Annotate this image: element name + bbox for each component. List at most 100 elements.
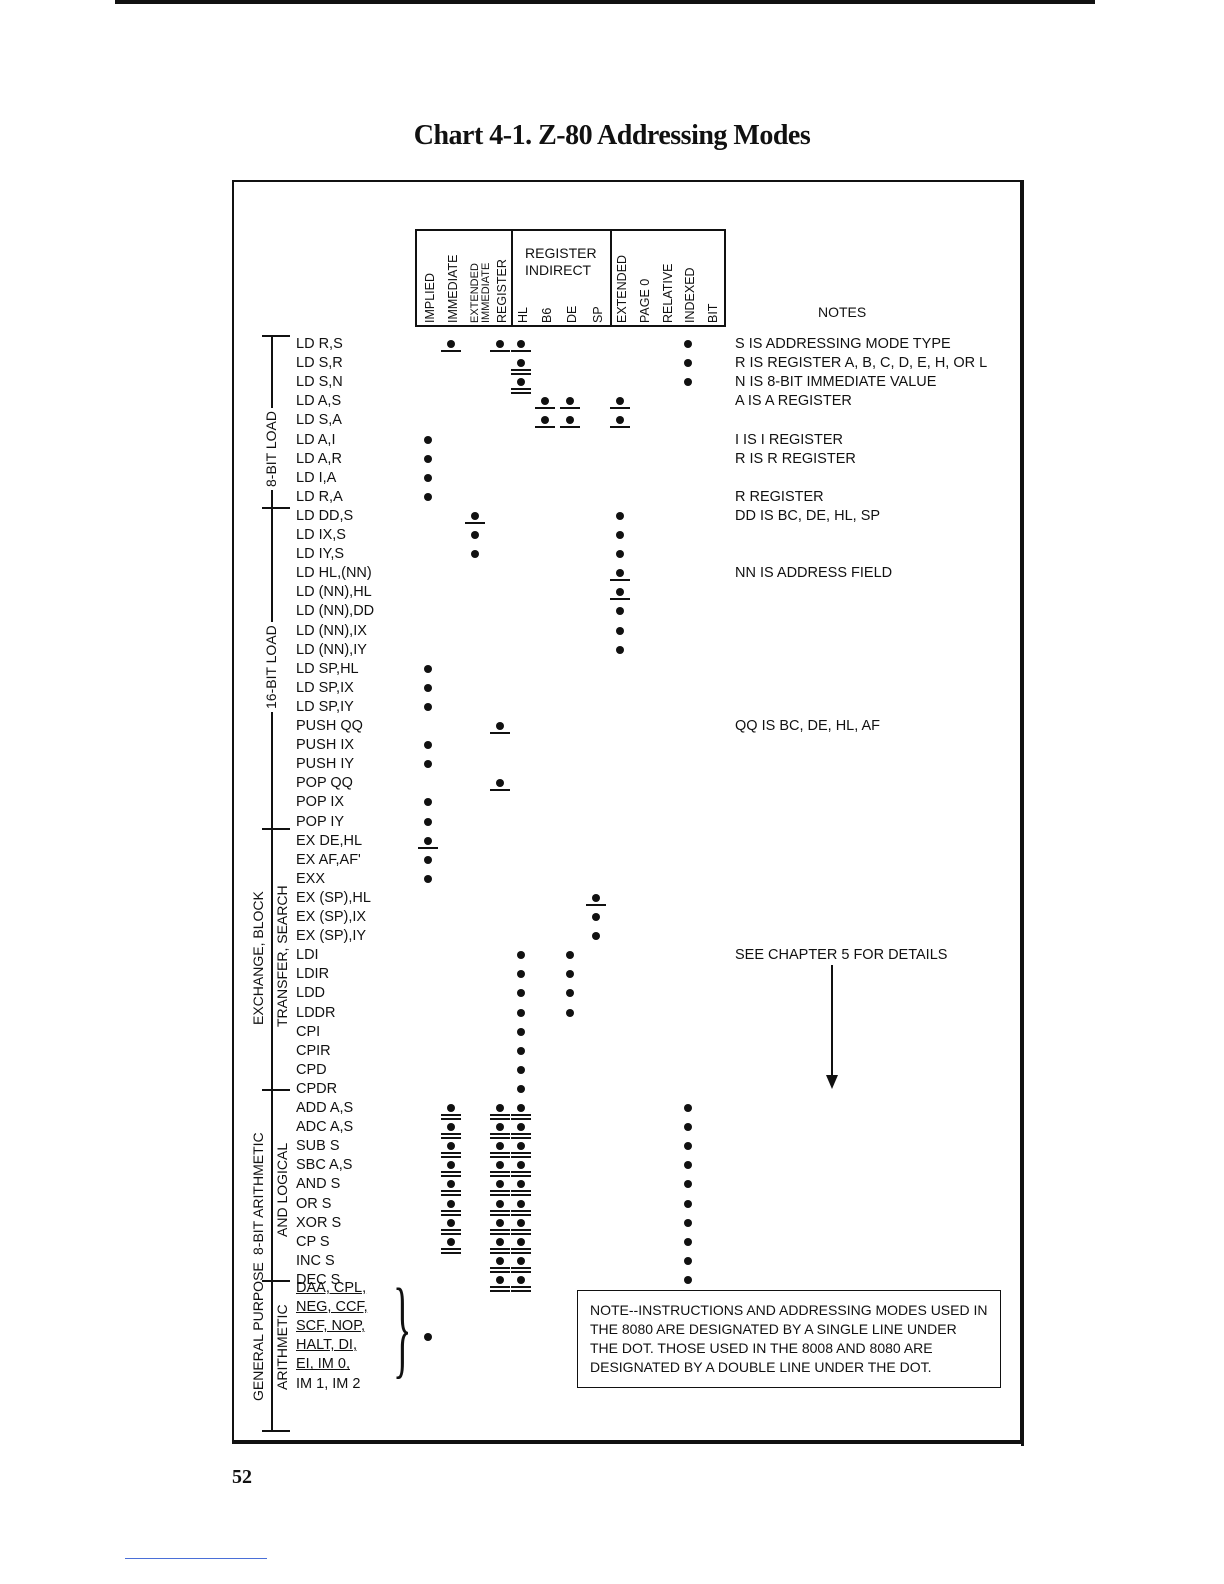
single-underline bbox=[465, 521, 485, 524]
mode-dot bbox=[517, 359, 525, 368]
single-underline bbox=[490, 1171, 510, 1174]
double-underline bbox=[511, 1118, 531, 1120]
mode-dot bbox=[684, 1123, 692, 1132]
mode-dot bbox=[517, 1142, 525, 1151]
mode-dot bbox=[496, 779, 504, 788]
footnote-box: NOTE--INSTRUCTIONS AND ADDRESSING MODES … bbox=[577, 1290, 1001, 1388]
single-underline bbox=[511, 1171, 531, 1174]
instruction-row: LD SP,HL bbox=[296, 660, 359, 677]
group-divider bbox=[262, 828, 290, 830]
mode-dot bbox=[684, 1237, 692, 1246]
instruction-row: SUB S bbox=[296, 1138, 340, 1155]
mode-dot bbox=[517, 1008, 525, 1017]
instruction-row: LD A,R bbox=[296, 450, 342, 467]
column-group-separator bbox=[610, 231, 612, 327]
details-arrow-head bbox=[826, 1075, 838, 1089]
single-underline bbox=[511, 1114, 531, 1116]
row-note: DD IS BC, DE, HL, SP bbox=[735, 507, 881, 524]
group-label: 8-BIT ARITHMETIC bbox=[250, 1132, 266, 1255]
mode-dot bbox=[447, 1142, 455, 1151]
single-underline bbox=[490, 732, 510, 734]
row-note: A IS A REGISTER bbox=[735, 393, 852, 410]
instruction-row: CPI bbox=[296, 1023, 321, 1040]
mode-dot bbox=[424, 817, 432, 826]
double-underline bbox=[511, 1137, 531, 1140]
double-underline bbox=[511, 1213, 531, 1216]
column-header: IMMEDIATE bbox=[446, 254, 460, 323]
mode-dot bbox=[517, 1237, 525, 1246]
double-underline bbox=[441, 1118, 461, 1120]
mode-dot bbox=[517, 1180, 525, 1189]
double-underline bbox=[511, 1194, 531, 1197]
mode-dot bbox=[496, 1199, 504, 1208]
mode-dot bbox=[684, 1199, 692, 1208]
mode-dot bbox=[496, 1161, 504, 1170]
instruction-row: LD SP,IY bbox=[296, 698, 354, 715]
footer-link-rule bbox=[125, 1558, 267, 1559]
group-label: EXCHANGE, BLOCK bbox=[250, 891, 266, 1025]
implied-dot bbox=[424, 1333, 432, 1341]
single-underline bbox=[511, 1209, 531, 1212]
double-underline bbox=[511, 1251, 531, 1254]
single-underline bbox=[511, 369, 531, 372]
mode-dot bbox=[517, 1275, 525, 1284]
general-purpose-instr: HALT, DI, bbox=[296, 1337, 357, 1354]
double-underline bbox=[490, 1213, 510, 1216]
row-note: R IS REGISTER A, B, C, D, E, H, OR L bbox=[735, 355, 988, 372]
single-underline bbox=[490, 1114, 510, 1116]
mode-dot bbox=[541, 397, 549, 406]
mode-dot bbox=[517, 1256, 525, 1265]
single-underline bbox=[511, 1247, 531, 1250]
mode-dot bbox=[616, 626, 624, 635]
mode-dot bbox=[424, 454, 432, 463]
mode-dot bbox=[496, 1237, 504, 1246]
mode-dot bbox=[684, 359, 692, 368]
mode-dot bbox=[447, 1161, 455, 1170]
mode-dot bbox=[517, 340, 525, 348]
instruction-row: LD IY,S bbox=[296, 546, 345, 563]
group-label: AND LOGICAL bbox=[274, 1139, 290, 1240]
mode-dot bbox=[517, 1027, 525, 1036]
notes-title: NOTES bbox=[818, 304, 867, 320]
single-underline bbox=[511, 350, 531, 352]
mode-dot bbox=[424, 874, 432, 883]
double-underline bbox=[490, 1289, 510, 1292]
instruction-row: LD (NN),DD bbox=[296, 603, 375, 620]
column-header: IMPLIED bbox=[423, 272, 437, 323]
instruction-row: LD (NN),IY bbox=[296, 641, 367, 658]
single-underline bbox=[610, 579, 630, 582]
mode-dot bbox=[517, 1065, 525, 1074]
mode-dot bbox=[566, 397, 574, 406]
mode-dot bbox=[471, 550, 479, 559]
instruction-row: POP IY bbox=[296, 813, 345, 830]
single-underline bbox=[490, 789, 510, 792]
single-underline bbox=[511, 1285, 531, 1288]
double-underline bbox=[511, 1289, 531, 1292]
double-underline bbox=[511, 373, 531, 376]
mode-dot bbox=[616, 531, 624, 539]
column-header: PAGE 0 bbox=[638, 278, 652, 323]
group-label: 16-BIT LOAD bbox=[263, 622, 279, 712]
column-header: SP bbox=[591, 306, 605, 323]
instruction-row: ADC A,S bbox=[296, 1119, 354, 1136]
mode-dot bbox=[517, 1123, 525, 1132]
row-note: I IS I REGISTER bbox=[735, 431, 843, 448]
single-underline bbox=[511, 388, 531, 391]
double-underline bbox=[511, 1175, 531, 1178]
mode-dot bbox=[616, 511, 624, 520]
mode-dot bbox=[517, 1199, 525, 1208]
column-header: DE bbox=[565, 305, 579, 323]
mode-dot bbox=[517, 1218, 525, 1227]
mode-dot bbox=[447, 1237, 455, 1246]
group-divider bbox=[262, 507, 290, 509]
general-purpose-instr: IM 1, IM 2 bbox=[296, 1375, 361, 1392]
column-header: REGISTER bbox=[495, 259, 509, 323]
mode-dot bbox=[517, 1046, 525, 1055]
column-header: HL bbox=[516, 307, 530, 323]
single-underline bbox=[490, 1152, 510, 1155]
group-bracket-line bbox=[271, 335, 273, 1432]
instruction-row: ADD A,S bbox=[296, 1100, 354, 1116]
instruction-row: DEC S bbox=[296, 1271, 341, 1288]
double-underline bbox=[490, 1137, 510, 1140]
